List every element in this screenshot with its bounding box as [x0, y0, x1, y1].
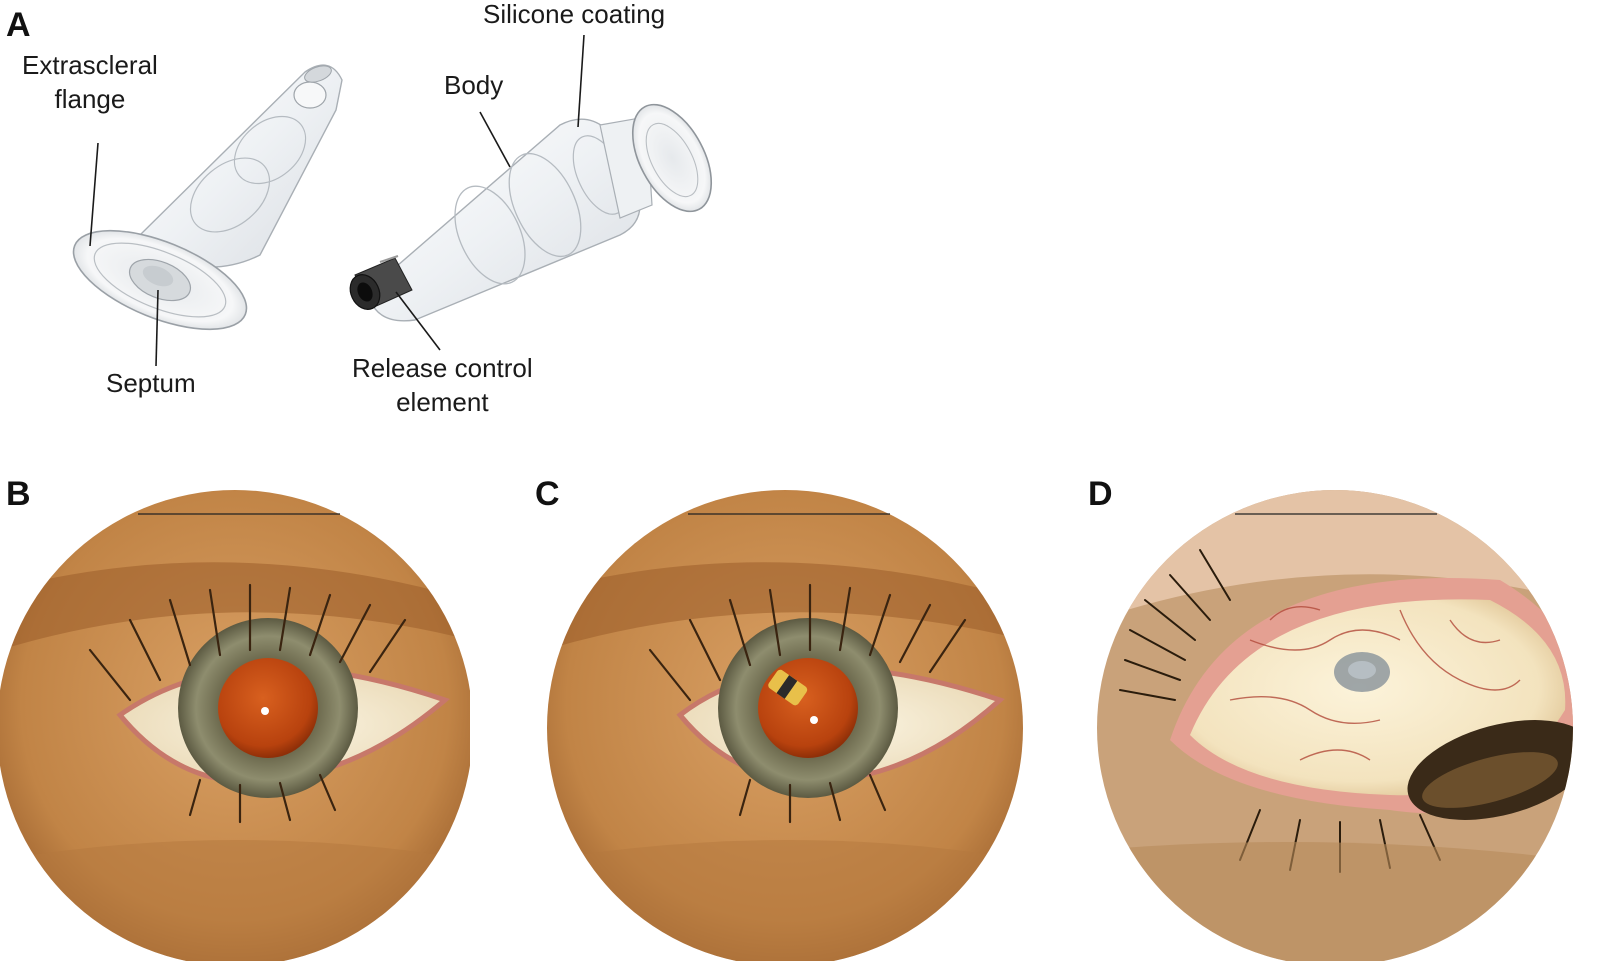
leader-body: [479, 111, 511, 168]
leader-release-control-element: [395, 291, 441, 351]
label-extrascleral-flange-text: Extrascleral flange: [22, 50, 158, 115]
label-silicone-coating: Silicone coating: [483, 0, 666, 29]
leader-silicone-coating: [577, 34, 585, 128]
label-release-control-element-text: Release control element: [352, 353, 533, 418]
implant-right: [349, 103, 713, 322]
label-extrascleral-flange: Extrascleral flange: [22, 48, 158, 117]
panel-letter-a: A: [6, 6, 31, 44]
eye-photo-b: [0, 490, 470, 961]
leader-extrascleral-flange: [89, 142, 99, 247]
leader-lines: [89, 34, 585, 367]
implant-left: [72, 64, 343, 331]
panel-letter-d: D: [1088, 475, 1113, 513]
eye-photo-d: [1097, 490, 1573, 961]
leader-septum: [155, 289, 159, 367]
eye-photo-c: [547, 490, 1023, 961]
label-body: Body: [444, 70, 504, 100]
label-septum: Septum: [106, 368, 196, 398]
panel-letter-b: B: [6, 475, 31, 513]
panel-letter-c: C: [535, 475, 560, 513]
label-release-control-element: Release control element: [352, 351, 533, 420]
implant-in-pupil: [768, 669, 808, 706]
